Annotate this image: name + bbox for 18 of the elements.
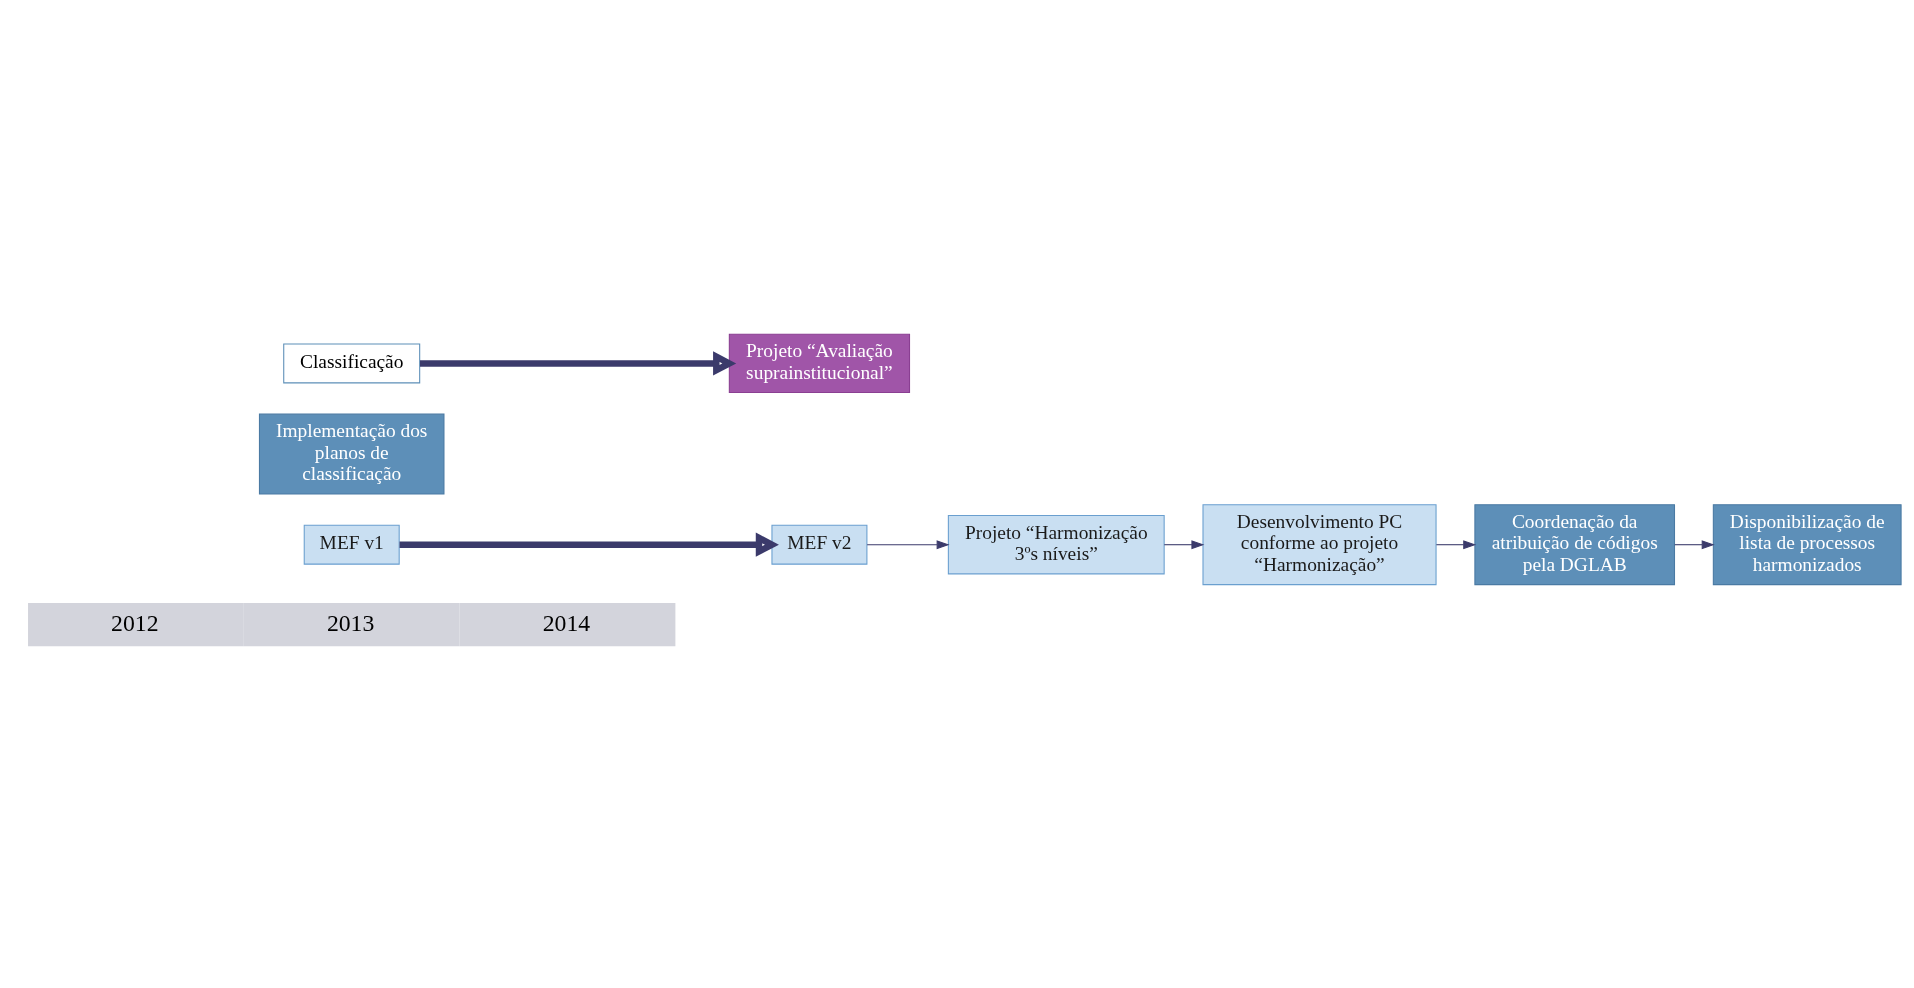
- node-box: Implementação dos planos de classificação: [258, 413, 445, 495]
- node-box: Desenvolvimento PC conforme ao projeto “Harmonização”: [1202, 504, 1437, 586]
- node-box: Coordenação da atribuição de códigos pela DGLAB: [1474, 504, 1676, 586]
- node-box: MEF v2: [771, 524, 868, 565]
- node-box: Classificação: [283, 343, 421, 384]
- arrow: [1163, 540, 1205, 550]
- node-box: MEF v1: [303, 524, 400, 565]
- node-box: Projeto “Harmonização 3ºs níveis”: [947, 515, 1165, 575]
- node-box: Projeto “Avaliação suprainstitucional”: [728, 333, 911, 394]
- arrow: [1435, 540, 1477, 550]
- label: 2012: [111, 609, 159, 636]
- label: 2013: [326, 609, 375, 636]
- label: 2014: [542, 609, 591, 636]
- node-box: Disponibilização de lista de processos harmonizados: [1712, 504, 1902, 586]
- arrow: [399, 532, 779, 557]
- arrow: [866, 540, 950, 550]
- arrow: [420, 351, 737, 376]
- arrow: [1674, 540, 1715, 550]
